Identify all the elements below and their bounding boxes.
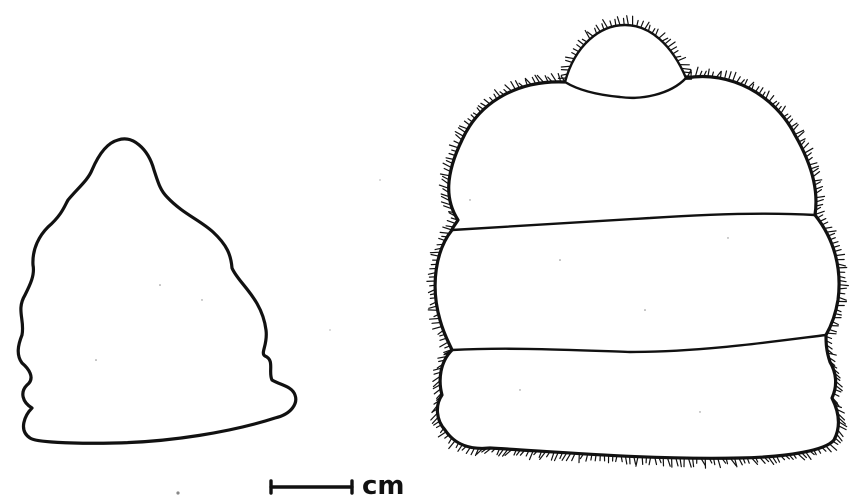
middle-segment (435, 215, 839, 350)
scale-bar-group: cm (271, 471, 405, 497)
cap-segment (565, 25, 686, 98)
bristle-fringe (427, 16, 849, 469)
paper-specks (95, 179, 729, 494)
upper-segment (449, 77, 816, 230)
lower-segment (437, 335, 838, 458)
left-specimen-outline (18, 139, 296, 443)
scale-label: cm (362, 471, 405, 497)
segment-divider-1 (452, 214, 815, 230)
segment-divider-2 (452, 335, 826, 352)
right-specimen (427, 16, 849, 469)
